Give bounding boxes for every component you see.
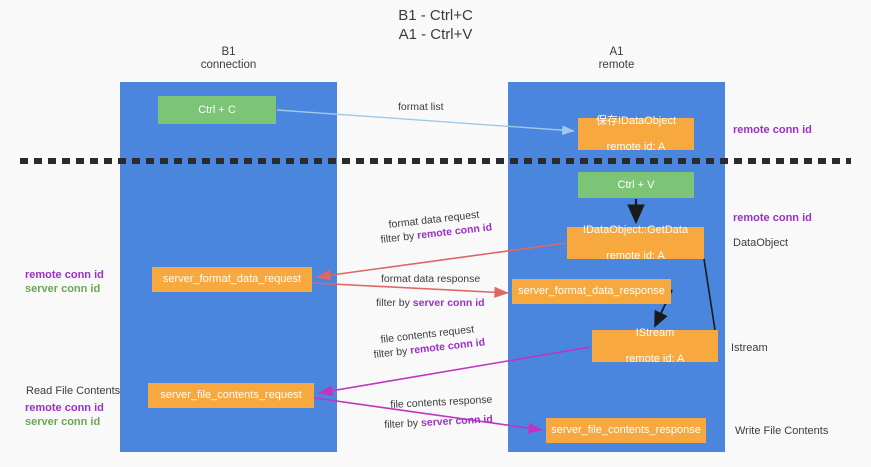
edge-label-file-contents-response-filter: filter by server conn id [384, 413, 493, 432]
annotation-left-server-conn-id-bottom: server conn id [25, 416, 101, 428]
annotation-left-conn-ids-bottom: remote conn id server conn id [25, 401, 104, 429]
phase-divider-dashed-line [20, 158, 851, 164]
node-ctrl-c-label: Ctrl + C [198, 103, 236, 116]
swimlane-header-b1-name: B1 [221, 46, 236, 58]
node-server-format-data-response-label: server_format_data_response [518, 285, 665, 297]
filter-prefix: filter by [373, 344, 411, 361]
node-ctrl-v[interactable]: Ctrl + V [578, 172, 694, 198]
node-istream[interactable]: IStream remote id: A [592, 327, 718, 365]
edge-label-format-data-response: format data response [381, 273, 481, 285]
edge-label-format-list: format list [398, 101, 444, 113]
annotation-left-conn-ids-mid: remote conn id server conn id [25, 268, 104, 296]
swimlane-header-a1: A1 remote [508, 46, 725, 72]
node-istream-line1: IStream [635, 326, 675, 339]
node-server-file-contents-response-label: server_file_contents_response [551, 424, 701, 436]
filter-key-server-conn-id: server conn id [412, 297, 485, 309]
node-server-format-data-request[interactable]: server_format_data_request [152, 267, 312, 292]
filter-prefix: filter by [376, 297, 413, 309]
annotation-right-write-file-contents: Write File Contents [735, 425, 829, 437]
node-idataobject-getdata-line1: IDataObject::GetData [582, 223, 689, 236]
node-server-file-contents-response[interactable]: server_file_contents_response [546, 418, 706, 443]
annotation-right-remote-conn-id-top: remote conn id [733, 124, 812, 136]
edge-label-format-data-response-filter: filter by server conn id [376, 297, 485, 310]
swimlane-header-a1-role: remote [598, 59, 635, 71]
title-line-1: B1 - Ctrl+C [398, 7, 473, 24]
node-server-file-contents-request-label: server_file_contents_request [160, 389, 302, 401]
node-save-idataobject[interactable]: 保存IDataObject remote id: A [578, 115, 694, 153]
filter-prefix: filter by [384, 417, 422, 431]
node-server-format-data-request-label: server_format_data_request [162, 273, 302, 285]
node-save-idataobject-text: 保存IDataObject remote id: A [596, 115, 676, 154]
node-server-file-contents-request[interactable]: server_file_contents_request [148, 383, 314, 408]
annotation-left-read-file-contents: Read File Contents [26, 385, 121, 397]
node-istream-text: IStream remote id: A [626, 327, 685, 366]
edge-label-file-contents-response: file contents response [390, 393, 493, 411]
node-idataobject-getdata[interactable]: IDataObject::GetData remote id: A [567, 224, 704, 262]
title-line-2: A1 - Ctrl+V [398, 26, 473, 43]
node-ctrl-v-label: Ctrl + V [617, 178, 655, 191]
swimlane-header-a1-name: A1 [609, 46, 624, 58]
node-idataobject-getdata-text: IDataObject::GetData remote id: A [583, 224, 688, 263]
node-idataobject-getdata-line2: remote id: A [606, 249, 665, 262]
filter-prefix: filter by [380, 229, 418, 246]
node-save-idataobject-line1: 保存IDataObject [595, 114, 677, 127]
node-ctrl-c[interactable]: Ctrl + C [158, 96, 276, 124]
node-istream-line2: remote id: A [625, 352, 685, 365]
diagram-title: B1 - Ctrl+C A1 - Ctrl+V [0, 6, 871, 44]
annotation-left-remote-conn-id-mid: remote conn id [25, 269, 104, 281]
annotation-right-istream: Istream [731, 342, 768, 354]
annotation-left-remote-conn-id-bottom: remote conn id [25, 402, 104, 414]
annotation-left-server-conn-id-mid: server conn id [25, 283, 101, 295]
swimlane-header-b1-role: connection [200, 59, 257, 71]
node-save-idataobject-line2: remote id: A [606, 140, 666, 153]
annotation-right-remote-conn-id-mid: remote conn id [733, 212, 812, 224]
node-server-format-data-response[interactable]: server_format_data_response [512, 279, 671, 304]
annotation-right-dataobject: DataObject [733, 237, 789, 249]
filter-key-server-conn-id: server conn id [420, 413, 494, 430]
swimlane-header-b1: B1 connection [120, 46, 337, 72]
